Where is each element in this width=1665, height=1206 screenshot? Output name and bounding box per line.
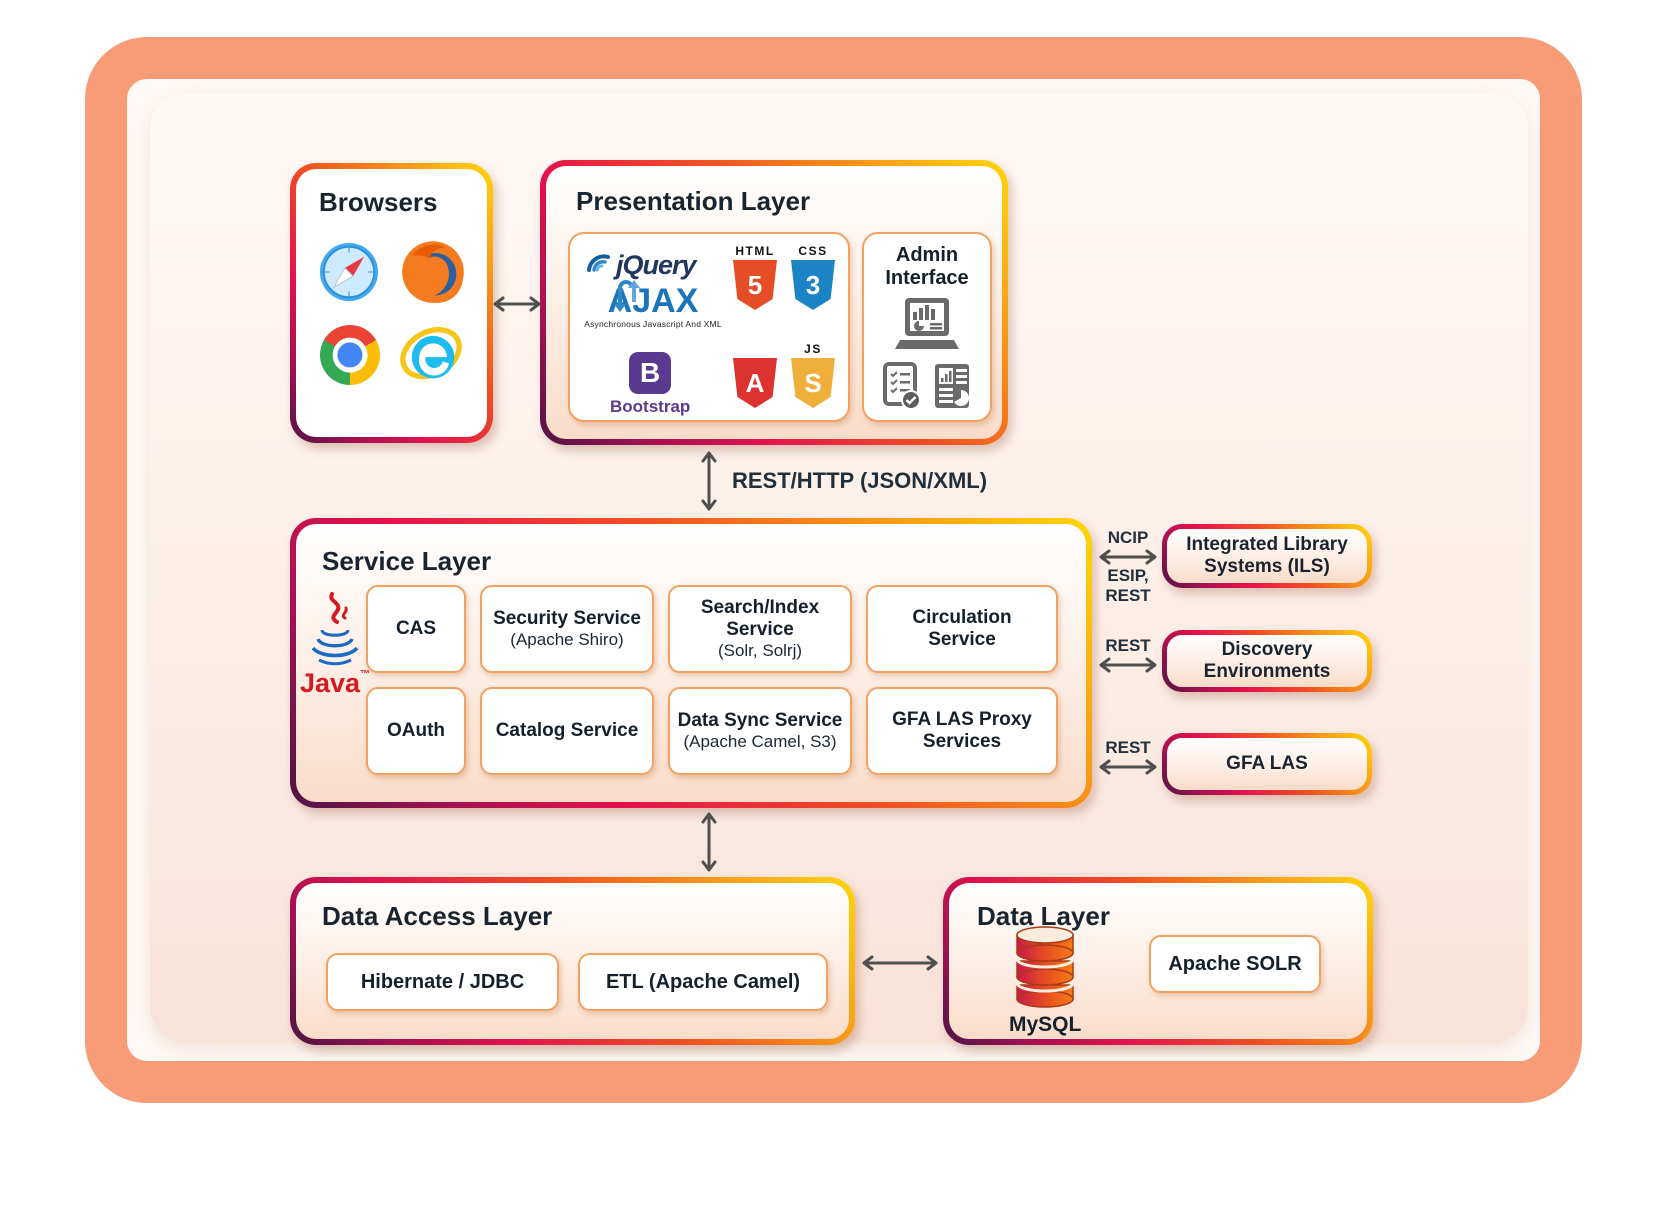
ils-text: Integrated Library Systems (ILS) [1186,533,1348,577]
rest-gfa-label: REST [1105,738,1151,757]
hibernate-jdbc-box: Hibernate / JDBC [326,953,559,1011]
service-box-cas: CAS [366,585,466,673]
admin-interface-box: Admin Interface [862,232,992,422]
service-box-gfa-proxy: GFA LAS Proxy Services [866,687,1058,775]
esip-rest-label: ESIP, REST [1105,566,1151,605]
arrow-service-dataaccess [701,812,717,872]
jquery-swirl-icon [587,253,610,272]
service-box-circulation: Circulation Service [866,585,1058,673]
bootstrap-text: Bootstrap [610,397,691,416]
laptop-analytics-icon [895,298,959,349]
presentation-title: Presentation Layer [576,186,811,216]
service-box-security: Security Service (Apache Shiro) [480,585,654,673]
angular-shield-icon: A [730,342,780,408]
discovery-text: Discovery Environments [1203,638,1331,682]
ncip-label: NCIP [1107,528,1149,547]
mysql-icon [1015,926,1075,1008]
ajax-logo: AJAX Asynchronous Javascript And XML [578,280,728,329]
data-layer-title: Data Layer [977,901,1110,931]
css3-shield-icon: CSS 3 [788,244,838,310]
gfa-las-box: GFA LAS [1162,733,1372,795]
ie-icon [400,327,462,380]
html5-shield-icon: HTML 5 [730,244,780,310]
mysql-database: MySQL [1009,925,1081,1037]
checklist-icon [883,362,921,410]
java-cup-icon [311,592,359,666]
admin-interface-title: Admin Interface [885,244,969,289]
jquery-logo: jQuery [586,250,697,281]
data-access-title: Data Access Layer [322,901,553,931]
data-access-layer-box: Data Access Layer Hibernate / JDBC ETL (… [290,877,855,1045]
safari-icon [319,242,379,302]
ils-box: Integrated Library Systems (ILS) [1162,524,1372,588]
presentation-layer-box: Presentation Layer jQuery AJAX [540,160,1008,445]
firefox-icon [402,241,464,303]
apache-solr-box: Apache SOLR [1149,935,1321,993]
service-box-catalog: Catalog Service [480,687,654,775]
bootstrap-badge-icon: B [629,352,672,394]
service-layer-title: Service Layer [322,546,492,576]
arrow-dataaccess-datalayer [862,955,938,971]
service-box-data-sync: Data Sync Service (Apache Camel, S3) [668,687,852,775]
service-box-oauth: OAuth [366,687,466,775]
java-text: Java™ [299,668,371,698]
gfa-las-text: GFA LAS [1226,752,1308,774]
etl-box: ETL (Apache Camel) [578,953,828,1011]
report-icon [935,364,969,408]
browsers-title: Browsers [319,187,438,217]
service-layer-box: Service Layer Java™ CAS Security S [290,518,1092,808]
ajax-text: AJAX [607,282,699,320]
jquery-text: jQuery [616,250,697,280]
js-shield-icon: JS S [788,342,838,408]
chrome-icon [320,325,380,385]
rest-http-label: REST/HTTP (JSON/XML) [732,468,988,493]
discovery-box: Discovery Environments [1162,630,1372,692]
mysql-label: MySQL [1009,1013,1082,1036]
arrow-service-ils [1099,549,1157,565]
rest-discovery-label: REST [1105,636,1151,655]
arrow-service-discovery [1099,657,1157,673]
web-tech-box: jQuery AJAX Asynchronous Javascript And … [568,232,850,422]
browsers-box: Browsers [290,163,493,443]
data-layer-box: Data Layer [943,877,1373,1045]
arrow-browsers-presentation [493,296,541,312]
arrow-presentation-service [701,451,717,511]
java-logo: Java™ [300,592,370,697]
ajax-arrows-icon [614,280,640,312]
arrow-service-gfa [1099,759,1157,775]
service-box-search-index: Search/Index Service (Solr, Solrj) [668,585,852,673]
ajax-caption: Asynchronous Javascript And XML [584,318,722,329]
bootstrap-logo: B Bootstrap [610,352,690,417]
